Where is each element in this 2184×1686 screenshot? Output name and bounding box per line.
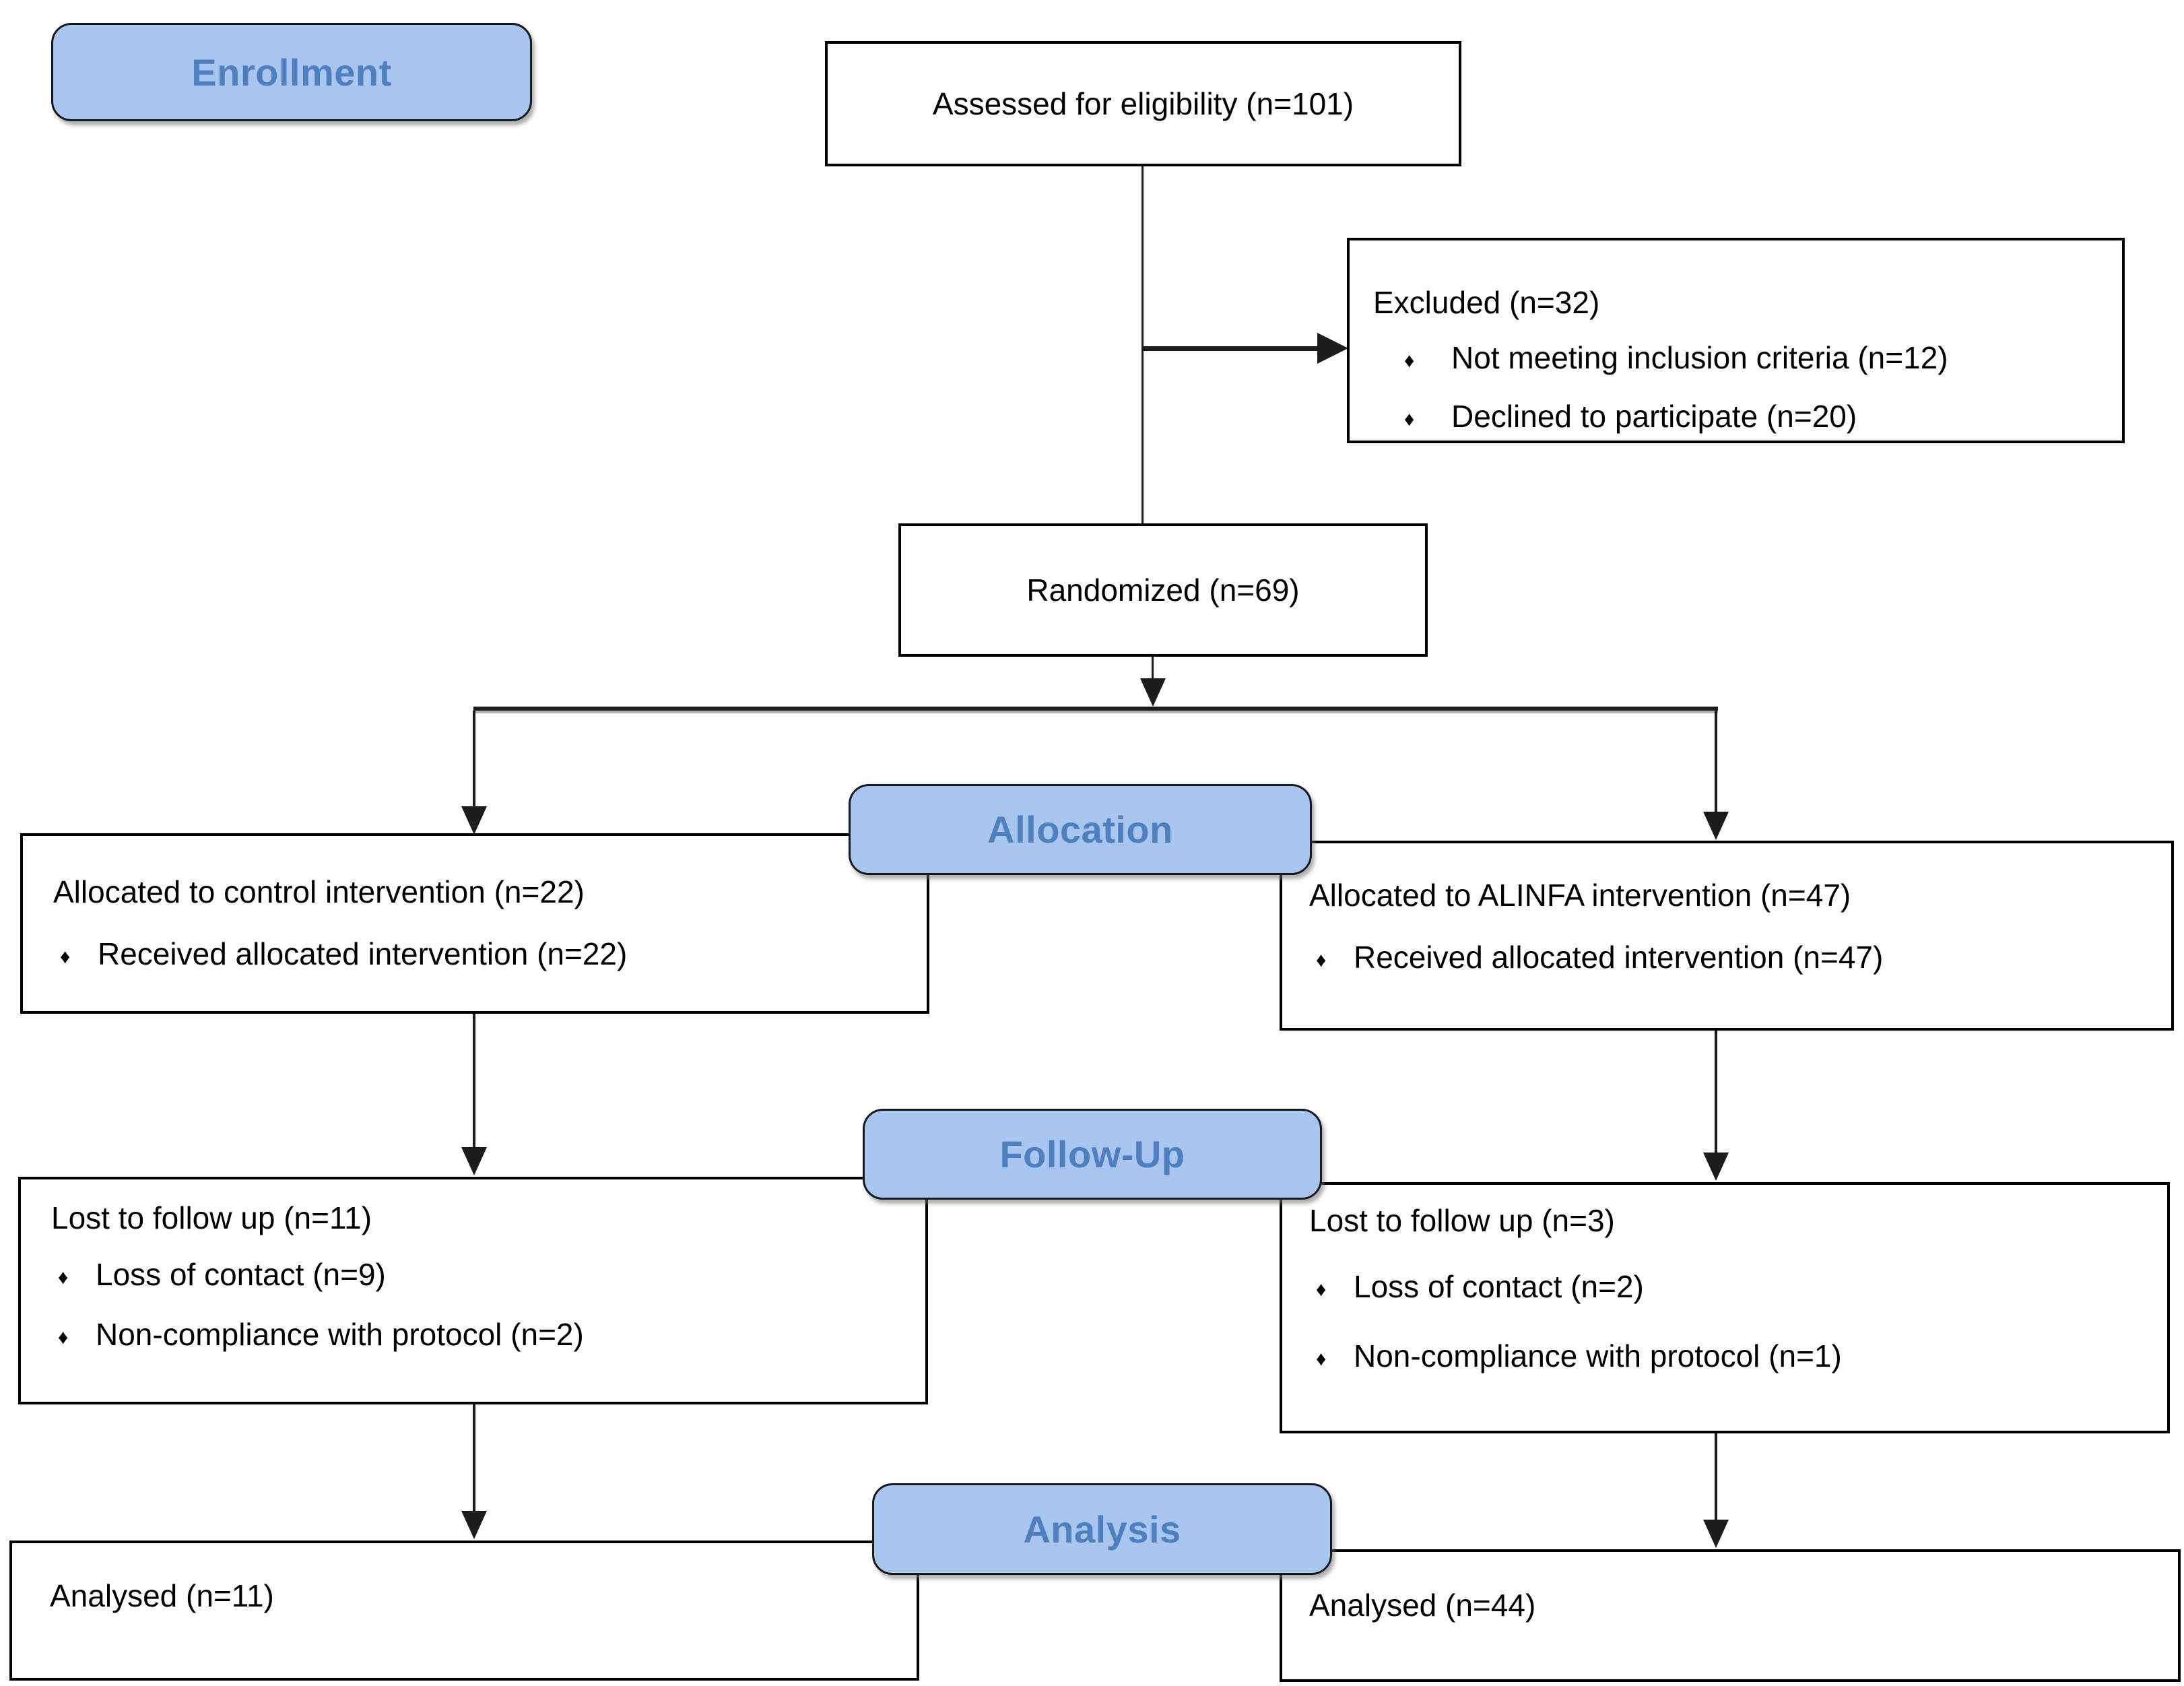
excluded-bullet-1: ♦ Not meeting inclusion criteria (n=12) [1373,337,2109,381]
followup-alinfa-title: Lost to follow up (n=3) [1309,1203,1615,1238]
allocation-alinfa-bullet-1-text: Received allocated intervention (n=47) [1354,940,1884,975]
distribution-line [473,707,1718,711]
allocation-control-box: Allocated to control intervention (n=22)… [20,833,929,1014]
stage-label-allocation: Allocation [849,784,1312,875]
randomized-box: Randomized (n=69) [898,523,1428,657]
followup-control-bullet-2: ♦ Non-compliance with protocol (n=2) [51,1314,912,1358]
bullet-diamond-icon: ♦ [58,1266,69,1289]
connector-alloc-to-followup-left-line [473,1014,475,1147]
stage-label-followup-text: Follow-Up [999,1133,1185,1175]
excluded-bullet-1-text: Not meeting inclusion criteria (n=12) [1451,340,1948,375]
bullet-diamond-icon: ♦ [60,946,71,968]
assessed-box: Assessed for eligibility (n=101) [825,41,1461,166]
randomized-title: Randomized (n=69) [1026,573,1300,608]
analysis-control-title: Analysed (n=11) [50,1578,274,1613]
excluded-title: Excluded (n=32) [1373,285,1600,320]
followup-control-bullet-2-text: Non-compliance with protocol (n=2) [96,1317,584,1352]
bullet-diamond-icon: ♦ [1316,949,1327,971]
allocation-control-bullet-1-text: Received allocated intervention (n=22) [98,936,628,971]
followup-analysis-right-arrowhead-icon [1703,1520,1729,1548]
bullet-diamond-icon: ♦ [1316,1278,1327,1301]
connector-alloc-to-followup-right-line [1715,1031,1717,1153]
stage-label-enrollment: Enrollment [51,23,532,121]
followup-alinfa-bullet-2-text: Non-compliance with protocol (n=1) [1354,1338,1842,1373]
excluded-bullet-2: ♦ Declined to participate (n=20) [1373,396,2109,440]
followup-analysis-left-arrowhead-icon [461,1511,487,1539]
allocation-alinfa-title: Allocated to ALINFA intervention (n=47) [1309,878,1851,913]
connector-assessed-to-randomized-line [1141,166,1144,523]
followup-control-title: Lost to follow up (n=11) [51,1200,372,1235]
randomized-arrowhead-icon [1140,678,1166,707]
followup-control-bullet-1-text: Loss of contact (n=9) [96,1257,386,1292]
connector-randomized-down-line [1152,657,1154,680]
followup-control-bullet-1: ♦ Loss of contact (n=9) [51,1254,912,1298]
branch-right-line [1715,711,1717,814]
branch-right-arrowhead-icon [1703,812,1729,840]
connector-excluded-line [1143,346,1319,351]
allocation-alinfa-box: Allocated to ALINFA intervention (n=47) … [1280,841,2174,1031]
allocation-control-bullet-1: ♦ Received allocated intervention (n=22) [53,934,913,977]
analysis-alinfa-box: Analysed (n=44) [1280,1549,2181,1682]
stage-label-analysis-text: Analysis [1023,1507,1181,1551]
bullet-diamond-icon: ♦ [1404,408,1415,430]
alloc-followup-right-arrowhead-icon [1703,1153,1729,1181]
bullet-diamond-icon: ♦ [58,1326,69,1349]
followup-alinfa-bullet-2: ♦ Non-compliance with protocol (n=1) [1309,1336,2154,1380]
analysis-control-box: Analysed (n=11) [9,1541,919,1681]
excluded-arrowhead-icon [1317,333,1348,364]
followup-control-box: Lost to follow up (n=11) ♦ Loss of contac… [18,1177,928,1404]
stage-label-allocation-text: Allocation [987,808,1173,851]
branch-left-line [473,711,475,808]
analysis-alinfa-title: Analysed (n=44) [1309,1588,1536,1623]
followup-alinfa-bullet-1: ♦ Loss of contact (n=2) [1309,1266,2154,1310]
followup-alinfa-box: Lost to follow up (n=3) ♦ Loss of contact… [1280,1182,2170,1433]
allocation-control-title: Allocated to control intervention (n=22) [53,874,585,909]
stage-label-followup: Follow-Up [863,1109,1322,1200]
assessed-title: Assessed for eligibility (n=101) [932,86,1354,121]
excluded-bullet-2-text: Declined to participate (n=20) [1451,399,1857,434]
alloc-followup-left-arrowhead-icon [461,1147,487,1175]
bullet-diamond-icon: ♦ [1404,350,1415,372]
connector-followup-to-analysis-left-line [473,1404,475,1511]
branch-left-arrowhead-icon [461,806,487,835]
connector-followup-to-analysis-right-line [1715,1433,1717,1520]
allocation-alinfa-bullet-1: ♦ Received allocated intervention (n=47) [1309,937,2158,981]
followup-alinfa-bullet-1-text: Loss of contact (n=2) [1354,1269,1644,1304]
stage-label-analysis: Analysis [872,1483,1332,1575]
stage-label-enrollment-text: Enrollment [191,51,392,94]
excluded-box: Excluded (n=32) ♦ Not meeting inclusion c… [1347,238,2125,443]
bullet-diamond-icon: ♦ [1316,1348,1327,1370]
